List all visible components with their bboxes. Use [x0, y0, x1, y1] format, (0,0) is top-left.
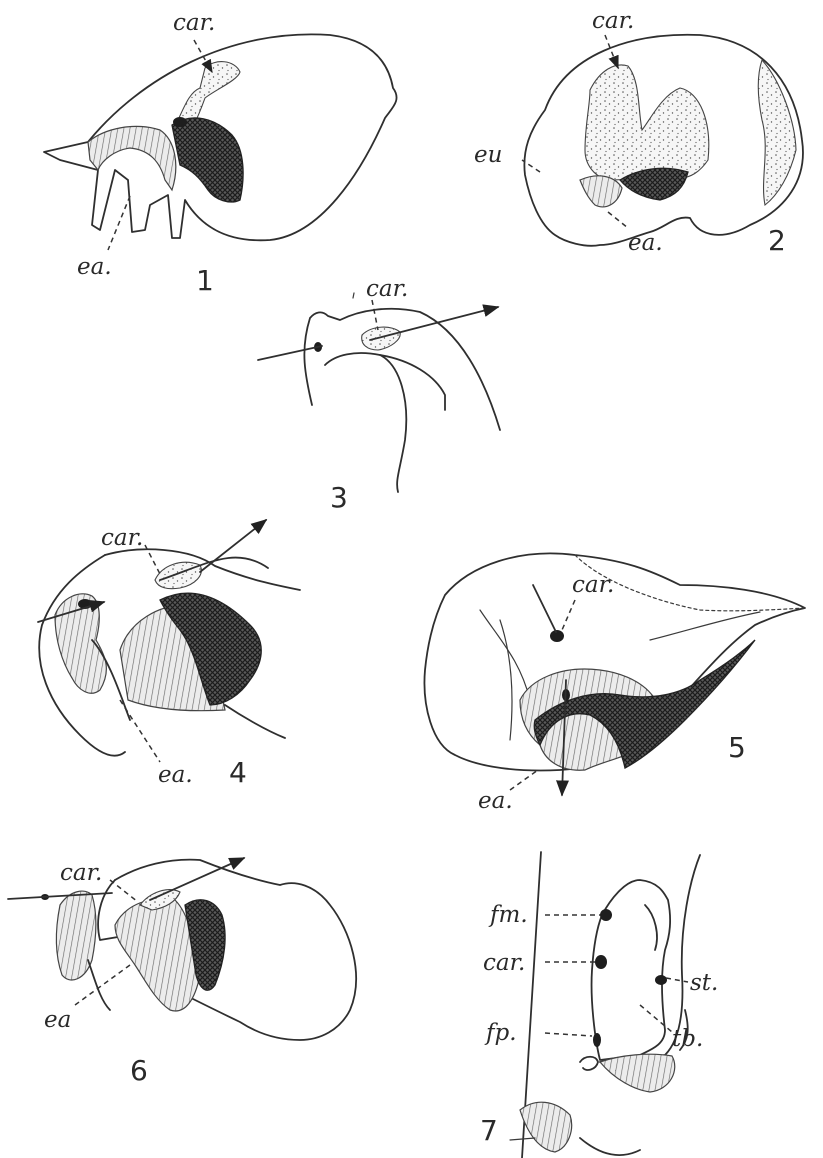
fig7-label-st: st.: [690, 970, 718, 996]
fig1-hatched-region: [88, 126, 176, 190]
figure-4: car. ea. 4: [38, 520, 300, 789]
fig2-label-ea: ea.: [628, 230, 663, 256]
fig3-carotid: [362, 327, 401, 350]
fig4-number: 4: [229, 756, 247, 789]
fig3-number: 3: [330, 481, 348, 514]
fig2-right-stipple: [758, 60, 796, 205]
figure-3: car. 3: [258, 276, 500, 514]
fig5-label-ea: ea.: [478, 788, 513, 814]
fig6-label-ea: ea: [44, 1007, 71, 1033]
fig7-label-fp: fp.: [484, 1020, 517, 1046]
fig3-outline: [304, 309, 500, 430]
fig1-number: 1: [196, 264, 214, 297]
fig2-number: 2: [768, 224, 786, 257]
figure-5: car. ea. 5: [424, 553, 805, 814]
fig2-label-eu: eu: [474, 142, 502, 168]
fig7-label-car: car.: [483, 950, 525, 976]
fig2-label-car: car.: [592, 8, 634, 34]
figure-2: car. eu ea. 2: [474, 8, 803, 257]
fig7-label-tb: tb.: [672, 1026, 703, 1052]
fig7-bone-outline: [592, 880, 671, 1060]
fig7-label-fm: fm.: [488, 902, 528, 928]
fig7-hatched-bottom: [520, 1102, 572, 1152]
fig1-dark-region: [172, 118, 243, 202]
fig2-stippled-surface: [585, 65, 709, 180]
fig2-hatched-region: [580, 176, 622, 207]
fig5-number: 5: [728, 731, 746, 764]
fig1-label-car: car.: [173, 10, 215, 36]
fig4-carotid: [155, 562, 201, 588]
figure-6: car. ea 6: [8, 858, 356, 1087]
fig4-label-ea: ea.: [158, 762, 193, 788]
fig6-label-car: car.: [60, 860, 102, 886]
fig3-label-car: car.: [366, 276, 408, 302]
fig7-hatched-lower: [600, 1054, 675, 1092]
figure-7: fm. car. st. fp. tb. 7: [480, 852, 718, 1158]
fig6-number: 6: [130, 1054, 148, 1087]
fig1-label-ea: ea.: [77, 254, 112, 280]
fig3-lower-contour: [325, 353, 406, 492]
fig7-number: 7: [480, 1114, 498, 1147]
fig5-label-car: car.: [572, 572, 614, 598]
figure-1: car. ea. 1: [44, 10, 397, 297]
fig4-label-car: car.: [101, 525, 143, 551]
